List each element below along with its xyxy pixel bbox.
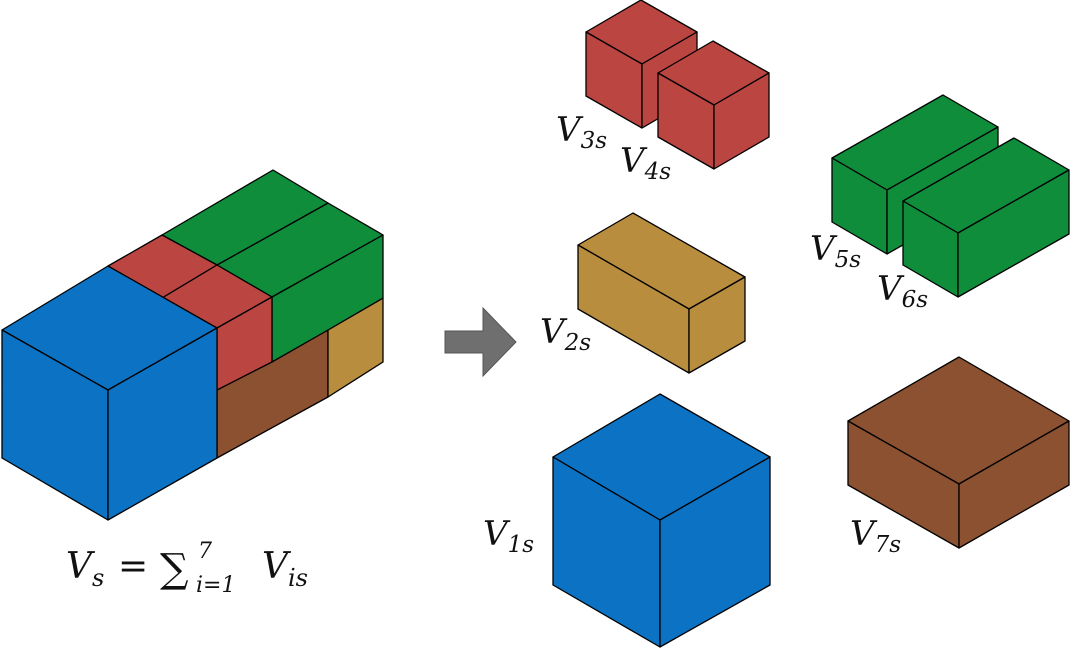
v4s-right	[713, 72, 770, 170]
svg-text:Vis: Vis	[262, 546, 308, 592]
formula-sum-symbol: ∑	[160, 546, 189, 592]
sum-formula: Vs = ∑ 7 i=1 Vis	[66, 539, 308, 598]
formula-term-symbol: V	[262, 546, 292, 587]
arrow-icon	[444, 306, 517, 378]
label-v3s: V3s	[556, 110, 607, 154]
composite-blue-right	[107, 327, 218, 521]
formula-lhs-sub: s	[92, 564, 104, 592]
formula-sum-upper: 7	[198, 539, 212, 564]
block-v2s	[577, 212, 746, 374]
label-v6s: V6s	[877, 269, 928, 313]
v7s-right	[958, 420, 1070, 549]
svg-text:Vs: Vs	[66, 546, 104, 592]
v6s-right	[957, 169, 1070, 298]
block-v1s	[552, 393, 771, 648]
label-v7s: V7s	[850, 514, 901, 558]
label-v2s: V2s	[540, 312, 591, 356]
formula-term-sub: is	[288, 564, 308, 592]
block-v4s	[657, 40, 770, 170]
block-v7s	[847, 356, 1070, 549]
block-v6s	[902, 137, 1070, 298]
v2s-right	[688, 276, 746, 374]
label-v4s: V4s	[620, 141, 671, 185]
formula-equals: =	[118, 546, 148, 587]
composite-block	[1, 169, 384, 521]
label-v5s: V5s	[810, 229, 861, 273]
formula-lhs-symbol: V	[66, 546, 96, 587]
v1s-right	[659, 456, 771, 648]
label-v1s: V1s	[483, 514, 534, 558]
formula-sum-lower: i=1	[196, 573, 235, 598]
